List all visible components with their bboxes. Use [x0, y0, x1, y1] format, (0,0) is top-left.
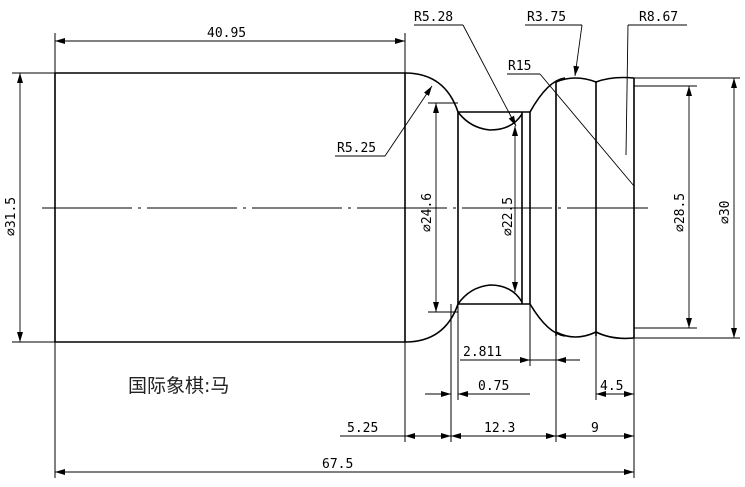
svg-text:0.75: 0.75 — [478, 379, 509, 394]
dim-r-right: R8.67 — [625, 10, 687, 156]
svg-text:40.95: 40.95 — [207, 26, 246, 41]
drawing-title: 国际象棋:马 — [128, 375, 229, 397]
dim-dia-end: ⌀30 — [634, 77, 740, 339]
svg-text:R8.67: R8.67 — [639, 10, 678, 25]
dim-r-arc: R15 — [507, 59, 635, 187]
svg-text:⌀31.5: ⌀31.5 — [4, 197, 19, 236]
dim-r-shoulder: R5.28 — [414, 10, 517, 127]
svg-text:⌀22.5: ⌀22.5 — [501, 197, 516, 236]
svg-text:⌀24.6: ⌀24.6 — [420, 193, 435, 232]
svg-text:R5.25: R5.25 — [337, 141, 376, 156]
dim-dia-body: ⌀31.5 — [4, 72, 55, 343]
dim-total-length: 67.5 — [55, 457, 634, 475]
dim-dia-groove-inner: ⌀22.5 — [501, 126, 518, 292]
part-outline — [54, 72, 635, 343]
dim-small-gap: 0.75 — [425, 379, 530, 397]
dim-chain-lengths: 5.25 12.3 9 — [340, 421, 634, 439]
dim-dia-bead: ⌀28.5 — [634, 85, 697, 329]
svg-text:2.811: 2.811 — [463, 345, 502, 360]
svg-text:4.5: 4.5 — [600, 379, 623, 394]
svg-text:67.5: 67.5 — [322, 457, 353, 472]
svg-text:9: 9 — [591, 421, 599, 436]
dim-dia-groove-outer: ⌀24.6 — [420, 102, 458, 313]
dim-r-bead-left: R3.75 — [525, 10, 583, 77]
dim-r-left-groove: R5.25 — [335, 85, 433, 157]
svg-text:⌀30: ⌀30 — [718, 201, 733, 224]
extension-lines — [54, 304, 635, 478]
svg-text:5.25: 5.25 — [347, 421, 378, 436]
dim-top-width: 40.95 — [54, 26, 406, 73]
dim-groove-width: 2.811 — [460, 345, 580, 363]
svg-text:⌀28.5: ⌀28.5 — [673, 193, 688, 232]
svg-text:R3.75: R3.75 — [527, 10, 566, 25]
svg-text:R5.28: R5.28 — [414, 10, 453, 25]
dim-end-length: 4.5 — [596, 379, 634, 397]
svg-text:R15: R15 — [508, 59, 531, 74]
svg-text:12.3: 12.3 — [484, 421, 515, 436]
